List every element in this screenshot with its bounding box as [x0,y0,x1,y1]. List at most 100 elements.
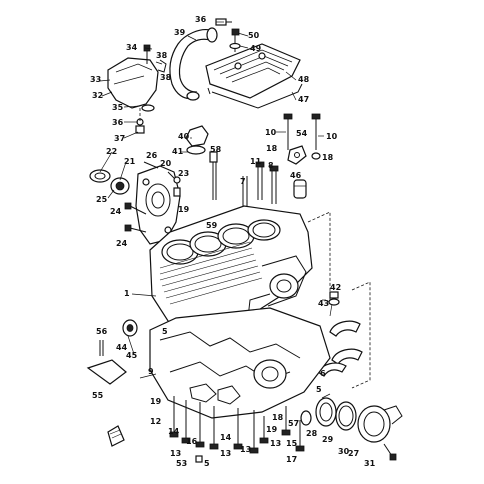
washer-18-top [311,152,321,160]
seal-45 [122,319,138,337]
label-55: 55 [92,391,104,400]
label-58: 58 [210,145,222,154]
plate-55 [86,359,127,385]
label-42: 42 [330,283,341,292]
label-22: 22 [106,147,117,156]
lower-bolts [169,396,305,454]
cover-22 [89,169,111,183]
label-14b: 14 [220,433,232,442]
label-19b: 19 [150,397,162,406]
gasket-29 [315,397,337,427]
label-9: 9 [148,367,154,376]
lower-crankcase [149,307,331,419]
label-54: 54 [296,129,308,138]
label-44: 44 [116,343,128,352]
breather-gasket [207,83,303,109]
label-46: 46 [290,171,302,180]
label-39: 39 [174,28,186,37]
plug-42 [328,291,340,306]
label-19c: 19 [266,425,278,434]
drain-bolt-53 [195,455,203,463]
label-17: 17 [286,455,297,464]
label-7: 7 [240,177,246,186]
label-10b: 10 [326,132,338,141]
label-10: 10 [265,128,277,137]
label-48: 48 [298,75,310,84]
label-21: 21 [124,157,136,166]
label-13: 13 [170,449,181,458]
label-53: 53 [176,459,187,468]
label-37: 37 [114,134,125,143]
label-11: 11 [250,157,262,166]
label-25: 25 [96,195,108,204]
label-34: 34 [126,43,138,52]
label-52: 5 [204,459,210,468]
cover-27 [357,405,403,443]
label-6: 6 [320,369,326,378]
screw-26 [143,161,159,169]
label-50: 50 [248,31,260,40]
label-36b: 36 [112,118,124,127]
label-57: 57 [288,419,299,428]
label-30: 30 [338,447,350,456]
label-26: 26 [146,151,158,160]
label-29: 29 [322,435,334,444]
label-36: 36 [195,15,207,24]
pipe-36-37 [135,108,145,134]
bolt-31 [383,443,397,461]
label-24b: 24 [116,239,128,248]
parts-23 [173,176,181,197]
label-31: 31 [364,459,376,468]
label-28: 28 [306,429,318,438]
label-24: 24 [110,207,122,216]
label-23: 23 [178,169,189,178]
label-16: 16 [186,437,198,446]
dipstick-58 [209,151,218,200]
label-32: 32 [92,91,103,100]
seal-25 [110,177,130,195]
bolts-24 [124,202,147,233]
label-13d: 13 [270,439,281,448]
label-38: 38 [156,51,168,60]
clip-38 [157,59,167,73]
label-20: 20 [160,159,172,168]
label-43: 43 [318,299,329,308]
label-19: 19 [178,205,190,214]
label-2: 5 [162,327,168,336]
label-14: 14 [168,427,180,436]
label-45: 45 [126,351,138,360]
label-38b: 38 [160,73,172,82]
label-18b: 18 [322,153,334,162]
label-41: 41 [172,147,184,156]
washer-49 [229,42,241,50]
plug-40 [185,125,209,155]
studs-11 [255,161,279,204]
label-13b: 13 [220,449,231,458]
pin-56 [99,340,104,356]
part-labels: 36 39 50 49 34 38 38 33 32 35 36 37 48 4… [90,15,376,468]
label-33: 33 [90,75,101,84]
element-46 [293,179,307,199]
label-13c: 13 [240,445,251,454]
label-47: 47 [298,95,309,104]
fitting-54 [287,145,307,165]
label-59: 59 [206,221,218,230]
bolts-10 [283,113,321,150]
bearing-halves [317,320,363,377]
label-5: 5 [316,385,322,394]
label-12: 12 [150,417,161,426]
label-35: 35 [112,103,124,112]
bracket-bottom-left [107,425,125,447]
label-56: 56 [96,327,108,336]
breather-pipe-33 [107,57,159,112]
leader-lines [99,21,333,399]
label-18: 18 [266,144,278,153]
label-27: 27 [348,449,359,458]
label-40: 40 [178,132,190,141]
breather-hose [169,27,218,101]
breather-cover [205,43,301,99]
label-1: 1 [124,289,130,298]
upper-crankcase [149,205,313,331]
